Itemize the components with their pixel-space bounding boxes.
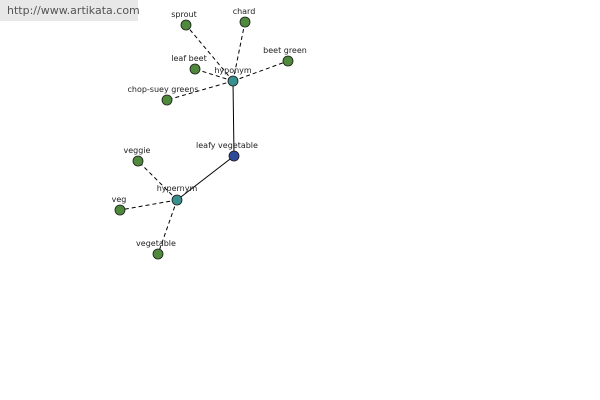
- veggie-label[interactable]: veggie: [124, 146, 151, 155]
- edge-hyponym-center: [232, 80, 235, 157]
- sprout-node[interactable]: [180, 19, 192, 31]
- beet-green-node[interactable]: [282, 55, 294, 67]
- site-url-link[interactable]: http://www.artikata.com: [7, 4, 140, 17]
- edge-chard: [232, 21, 246, 82]
- chop-suey-greens-label[interactable]: chop-suey greens: [127, 85, 198, 94]
- hyponym-node[interactable]: [227, 75, 239, 87]
- edge-vegetable: [157, 199, 178, 255]
- hypernym-node[interactable]: [171, 194, 183, 206]
- veggie-node[interactable]: [132, 155, 144, 167]
- vegetable-label[interactable]: vegetable: [136, 239, 176, 248]
- edge-beet-green: [232, 60, 289, 82]
- beet-green-label[interactable]: beet green: [263, 46, 307, 55]
- edge-veg: [119, 199, 178, 211]
- chard-label[interactable]: chard: [233, 7, 256, 16]
- leaf-beet-label[interactable]: leaf beet: [171, 54, 206, 63]
- chard-node[interactable]: [239, 16, 251, 28]
- hyponym-label: hyponym: [214, 66, 252, 75]
- sprout-label[interactable]: sprout: [171, 10, 196, 19]
- vegetable-node[interactable]: [152, 248, 164, 260]
- veg-label[interactable]: veg: [112, 195, 127, 204]
- edge-sprout: [185, 24, 234, 82]
- chop-suey-greens-node[interactable]: [161, 94, 173, 106]
- center-label[interactable]: leafy vegetable: [196, 141, 258, 150]
- hypernym-label: hypernym: [157, 184, 198, 193]
- edge-chop-suey-greens: [166, 80, 234, 101]
- veg-node[interactable]: [114, 204, 126, 216]
- site-url-banner[interactable]: http://www.artikata.com: [0, 0, 140, 21]
- leaf-beet-node[interactable]: [189, 63, 201, 75]
- edge-veggie: [137, 160, 178, 201]
- center-node[interactable]: [228, 150, 240, 162]
- edge-center-hypernym: [176, 155, 235, 201]
